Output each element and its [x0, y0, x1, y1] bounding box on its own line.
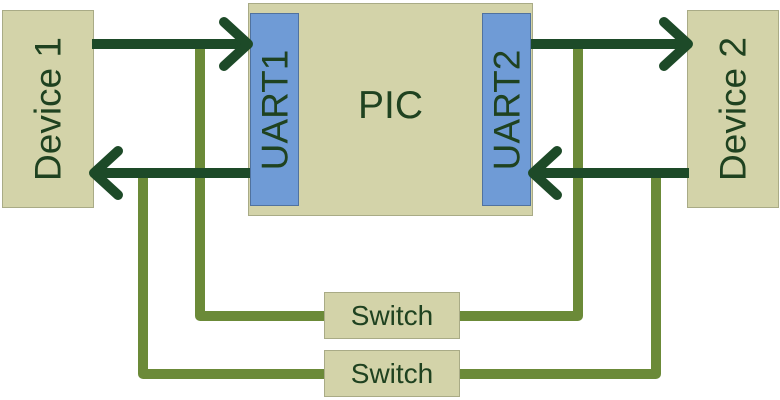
device1-block: Device 1: [2, 10, 94, 208]
tap-line-uart1-tx: [138, 168, 330, 379]
arrowhead-uart1-to-device1: [89, 146, 123, 200]
device2-block: Device 2: [687, 10, 779, 208]
tap-line-uart2-tx: [454, 39, 583, 321]
tap-line-device2-tx: [454, 168, 661, 379]
arrowhead-uart2-to-device2: [659, 17, 693, 71]
switch-bottom: Switch: [324, 350, 460, 397]
tap-line-device1-tx: [195, 39, 330, 321]
switch-top-label: Switch: [350, 299, 434, 331]
switch-bottom-label: Switch: [350, 357, 434, 389]
arrowhead-device1-to-uart1: [219, 17, 253, 71]
pic-label: PIC: [358, 84, 424, 127]
arrowhead-device2-to-uart2: [528, 146, 562, 200]
uart2-block: UART2: [482, 13, 531, 206]
switch-top: Switch: [324, 292, 460, 339]
uart1-block: UART1: [250, 13, 299, 206]
